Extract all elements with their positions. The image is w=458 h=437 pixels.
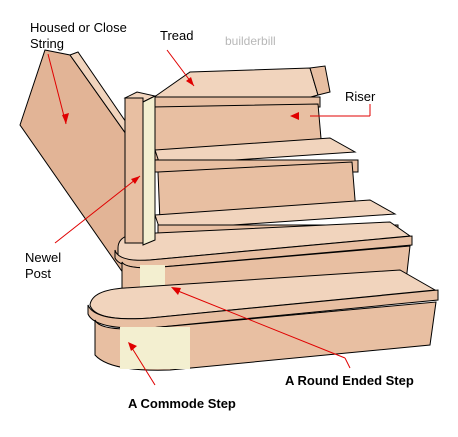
arrowhead-tread bbox=[186, 77, 194, 86]
pointer-commode-step bbox=[131, 347, 156, 386]
pointer-newel bbox=[54, 175, 141, 244]
label-riser: Riser bbox=[345, 89, 376, 104]
label-newel-line1: Newel bbox=[25, 250, 61, 265]
label-housed-string-line2: String bbox=[30, 36, 64, 51]
label-round-ended-step: A Round Ended Step bbox=[285, 373, 414, 388]
label-tread: Tread bbox=[160, 28, 193, 43]
arrowhead-newel bbox=[131, 176, 140, 184]
pointer-lines bbox=[47, 49, 371, 386]
pointer-round-ended-step-tail bbox=[344, 357, 351, 369]
label-newel-line2: Post bbox=[25, 266, 51, 281]
watermark: builderbill bbox=[225, 34, 276, 48]
pointer-round-ended-step bbox=[177, 290, 346, 359]
pointer-housed-string bbox=[47, 53, 67, 125]
arrowhead-commode-step bbox=[128, 342, 137, 351]
arrowhead-housed-string bbox=[62, 113, 69, 124]
arrowhead-round-ended-step bbox=[171, 287, 181, 295]
label-commode-step: A Commode Step bbox=[128, 396, 236, 411]
newel-post bbox=[123, 91, 157, 246]
arrowhead-riser bbox=[290, 112, 299, 120]
label-housed-string-line1: Housed or Close bbox=[30, 20, 127, 35]
